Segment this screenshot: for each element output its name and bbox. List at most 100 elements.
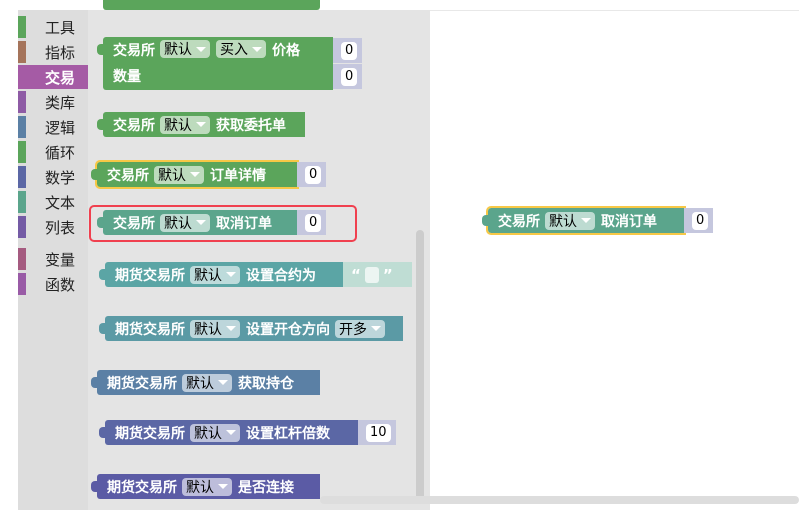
flyout-scrollbar[interactable] [416,230,424,500]
workspace-scrollbar[interactable] [320,496,799,504]
value-input-slot: 0 [684,208,714,233]
connector [91,169,98,180]
dropdown-value: 默认 [194,425,222,442]
chevron-down-icon [226,272,236,277]
dropdown-value: 默认 [549,213,577,230]
action-label: 获取委托单 [216,117,286,134]
category-label: 工具 [45,19,76,37]
exchange-dropdown[interactable]: 默认 [160,40,210,58]
dropdown-value: 默认 [158,167,186,184]
category-color [18,248,26,270]
chevron-down-icon [196,122,206,127]
number-input[interactable]: 0 [692,211,709,230]
quote-open: “ [351,265,361,284]
value-input-slot: 0 [297,162,327,187]
exchange-dropdown[interactable]: 默认 [190,319,240,338]
exchange-dropdown[interactable]: 默认 [182,373,232,392]
exchange-label: 期货交易所 [115,321,185,338]
connector [91,481,98,492]
category-color [18,91,26,113]
category-label: 数学 [45,169,76,187]
connector [99,323,106,334]
exchange-dropdown[interactable]: 默认 [160,115,210,134]
category-0[interactable]: 工具 [18,15,88,39]
connector [482,215,489,226]
category-color [18,191,26,213]
flyout-block[interactable]: 期货交易所默认获取持仓 [91,370,320,395]
connector [99,427,106,438]
flyout-block[interactable]: 交易所默认获取委托单 [97,112,305,137]
category-label: 变量 [45,251,76,269]
category-3[interactable]: 类库 [18,90,88,114]
category-color [18,216,26,238]
exchange-dropdown[interactable]: 默认 [190,423,240,442]
category-6[interactable]: 数学 [18,165,88,189]
flyout-block[interactable]: 交易所默认买入价格数量 [97,37,333,90]
number-input[interactable]: 0 [305,165,322,184]
exchange-label: 交易所 [113,43,155,59]
dropdown-value: 默认 [164,215,192,232]
text-input-slot: “” [343,262,412,287]
divider [430,10,799,11]
number-input[interactable]: 0 [341,41,358,60]
exchange-label: 期货交易所 [115,425,185,442]
category-1[interactable]: 指标 [18,40,88,64]
action-label: 订单详情 [210,167,266,184]
exchange-label: 交易所 [113,117,155,134]
number-input[interactable]: 0 [341,67,358,86]
category-color [18,16,26,38]
dropdown-value: 买入 [220,42,248,58]
dropdown-value: 默认 [194,267,222,284]
exchange-dropdown[interactable]: 默认 [545,211,595,230]
connector [97,119,104,130]
category-color [18,166,26,188]
connector [91,377,98,388]
flyout-block[interactable]: 期货交易所默认 设置杠杆倍数 [99,420,358,445]
chevron-down-icon [218,380,228,385]
value-input-slot: 0 [333,64,363,89]
flyout-block[interactable]: 期货交易所默认设置开仓方向开多 [99,316,403,341]
highlight-box [89,205,357,242]
action-label: 是否连接 [238,479,294,496]
category-5[interactable]: 循环 [18,140,88,164]
text-input[interactable] [364,266,379,283]
chevron-down-icon [252,46,262,52]
quote-close: ” [382,265,393,284]
category-10[interactable]: 函数 [18,272,88,296]
dropdown-value: 默认 [194,321,222,338]
flyout-block[interactable]: 交易所默认取消订单 [97,210,297,235]
action-label: 设置合约为 [246,267,316,284]
direction-dropdown[interactable]: 开多 [335,319,385,338]
exchange-dropdown[interactable]: 默认 [160,213,210,232]
action-label: 设置杠杆倍数 [246,425,330,442]
workspace-block[interactable]: 交易所默认 取消订单 [482,206,686,235]
flyout-block[interactable]: 期货交易所默认设置合约为 [99,262,343,287]
exchange-label: 交易所 [498,213,540,230]
exchange-dropdown[interactable]: 默认 [154,165,204,184]
action-label: 价格 [272,43,300,59]
category-4[interactable]: 逻辑 [18,115,88,139]
category-7[interactable]: 文本 [18,190,88,214]
connector [97,217,104,228]
flyout-block[interactable]: 交易所默认订单详情 [91,160,299,189]
value-input-slot: 0 [333,38,363,63]
action-label: 取消订单 [601,213,657,230]
exchange-dropdown[interactable]: 默认 [182,477,232,496]
exchange-dropdown[interactable]: 默认 [190,265,240,284]
category-label: 逻辑 [45,119,76,137]
category-8[interactable]: 列表 [18,215,88,239]
action-label: 取消订单 [216,215,272,232]
category-label: 交易 [45,69,76,87]
flyout-block[interactable]: 期货交易所默认是否连接 [91,474,320,499]
partial-block [103,0,320,10]
toolbox: 工具指标交易类库逻辑循环数学文本列表变量函数 [18,10,88,510]
number-input[interactable]: 10 [366,423,391,442]
dropdown-value: 默认 [186,479,214,496]
side-dropdown[interactable]: 买入 [216,40,266,58]
category-color [18,116,26,138]
category-9[interactable]: 变量 [18,247,88,271]
number-input[interactable]: 0 [305,213,322,232]
category-2[interactable]: 交易 [18,65,88,89]
dropdown-value: 开多 [339,321,367,338]
chevron-down-icon [218,484,228,489]
